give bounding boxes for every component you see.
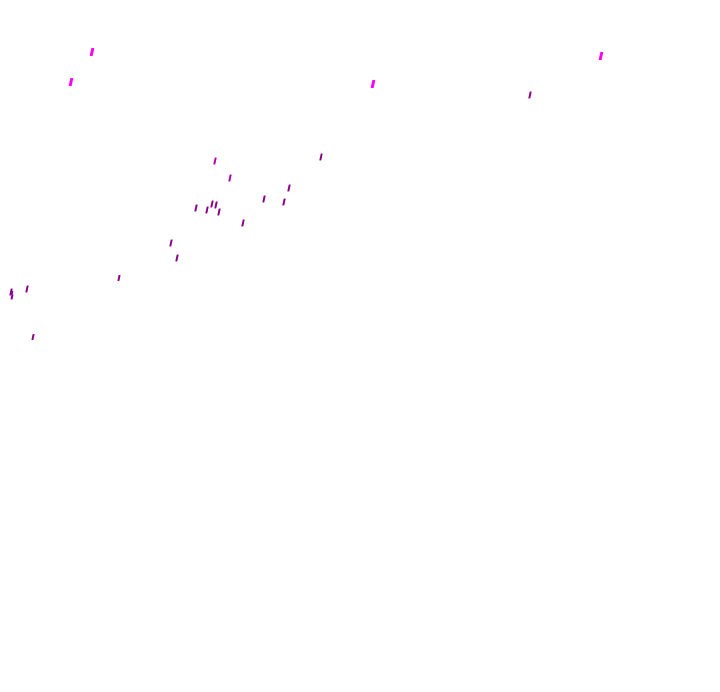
tick-mark [205,206,209,214]
tick-mark [370,80,376,88]
tick-mark [217,208,221,216]
tick-mark [9,288,13,296]
tick-mark [175,254,179,262]
tick-mark [25,285,29,293]
tick-mark [169,239,173,247]
tick-mark [89,48,95,56]
tick-mark [10,294,14,300]
tick-mark [287,184,291,192]
tick-mark [319,153,323,161]
tick-mark [214,201,218,209]
tick-mark [282,198,286,206]
tick-mark [528,91,532,99]
tick-mark [31,334,35,340]
tick-mark [262,195,266,203]
tick-mark [68,78,74,86]
marks-layer [9,48,604,340]
tick-mark [117,275,121,281]
tick-mark [598,52,604,60]
tick-mark [10,291,14,295]
tick-mark [210,200,214,208]
tick-mark [213,157,217,165]
tick-mark [194,204,198,212]
tick-mark [228,174,232,182]
tick-mark [241,219,245,227]
